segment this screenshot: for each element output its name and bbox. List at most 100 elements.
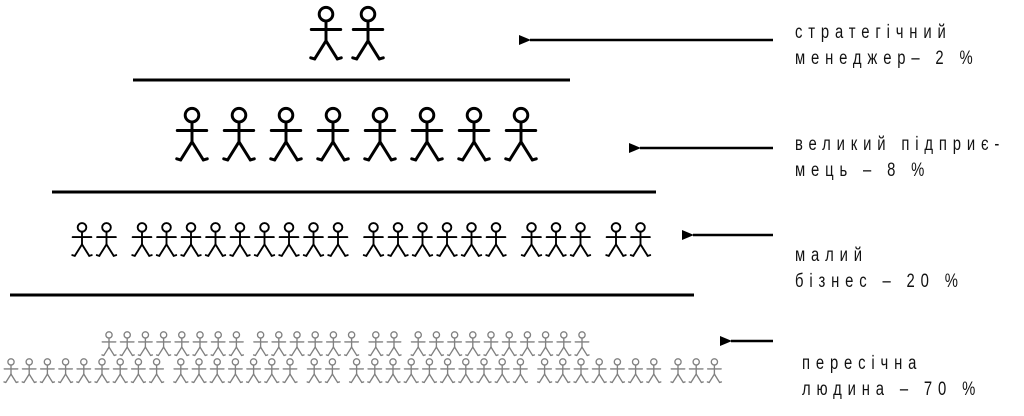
person-figure-icon: [155, 222, 178, 257]
person-figure-icon: [148, 357, 165, 384]
person-figure-icon: [76, 357, 92, 384]
person-figure-icon: [362, 222, 385, 257]
person-figure-icon: [494, 357, 511, 384]
person-figure-icon: [309, 5, 343, 61]
tier-label-line: великий підприє-: [795, 134, 1006, 155]
person-figure-icon: [289, 330, 305, 357]
person-figure-icon: [343, 330, 360, 357]
person-figure-icon: [519, 330, 536, 357]
person-figure-icon: [428, 330, 445, 357]
person-figure-icon: [94, 357, 110, 384]
person-figure-icon: [555, 330, 572, 357]
tier-label-line: людина – 70 %: [802, 379, 982, 400]
person-figure-icon: [536, 357, 553, 384]
person-figure-icon: [229, 222, 251, 257]
person-figure-icon: [316, 106, 350, 162]
person-figure-icon: [245, 357, 262, 384]
person-figure-icon: [306, 357, 323, 384]
person-figure-icon: [228, 330, 245, 357]
person-figure-icon: [554, 357, 571, 384]
person-figure-icon: [605, 222, 627, 257]
person-figure-icon: [222, 106, 256, 162]
person-figure-icon: [263, 357, 280, 384]
tier-label-ordinary-person: пересічна людина – 70 %: [802, 351, 981, 403]
person-figure-icon: [39, 357, 56, 384]
person-figure-icon: [172, 357, 189, 384]
person-figure-icon: [175, 106, 209, 162]
person-figure-icon: [130, 357, 147, 384]
person-figure-icon: [387, 222, 409, 257]
person-figure-icon: [119, 330, 136, 357]
person-figure-icon: [410, 106, 444, 162]
person-figure-icon: [95, 222, 118, 257]
tier-arrows: [519, 35, 773, 346]
person-figure-icon: [460, 222, 483, 257]
person-figure-icon: [483, 330, 499, 357]
person-figure-icon: [457, 357, 474, 384]
person-figure-icon: [476, 357, 492, 384]
person-figure-icon: [210, 330, 227, 357]
person-figure-icon: [112, 357, 129, 384]
person-figure-icon: [385, 357, 401, 384]
person-figure-icon: [302, 222, 325, 257]
person-figure-icon: [307, 330, 324, 357]
person-figure-icon: [573, 357, 589, 384]
person-figure-icon: [367, 330, 384, 357]
person-figure-icon: [457, 106, 491, 162]
person-figure-icon: [706, 357, 723, 384]
person-figure-icon: [421, 357, 438, 384]
tier-divider-lines: [10, 78, 694, 297]
person-figure-icon: [520, 222, 543, 257]
person-figure-icon: [282, 357, 298, 384]
person-figure-icon: [137, 330, 154, 357]
person-figure-icon: [57, 357, 74, 384]
tier-label-line: стратегічний: [795, 22, 952, 43]
tier-label-line: бізнес – 20 %: [795, 271, 964, 292]
person-figure-icon: [501, 330, 518, 357]
person-figure-icon: [173, 330, 190, 357]
person-figure-icon: [411, 222, 434, 257]
person-figure-icon: [270, 330, 287, 357]
tier-label-line: мець – 8 %: [795, 160, 931, 181]
person-figure-icon: [180, 222, 202, 257]
person-figure-icon: [21, 357, 38, 384]
person-figure-icon: [155, 330, 172, 357]
person-figure-icon: [191, 357, 207, 384]
person-figure-icon: [348, 357, 365, 384]
person-figure-icon: [670, 357, 686, 384]
person-figure-icon: [645, 357, 662, 384]
person-figure-icon: [327, 222, 349, 257]
person-figure-icon: [252, 330, 269, 357]
person-figure-icon: [410, 330, 427, 357]
person-figure-icon: [688, 357, 705, 384]
tier-label-strategic-manager: стратегічний менеджер– 2 %: [795, 20, 979, 72]
person-figure-icon: [446, 330, 463, 357]
tier-label-line: менеджер– 2 %: [795, 48, 979, 69]
population-figures: [3, 5, 723, 384]
person-figure-icon: [609, 357, 626, 384]
person-figure-icon: [591, 357, 608, 384]
tier-label-line: пересічна: [802, 353, 923, 374]
person-figure-icon: [363, 106, 397, 162]
tier-label-small-business: малий бізнес – 20 %: [795, 243, 964, 295]
person-figure-icon: [253, 222, 276, 257]
person-figure-icon: [269, 106, 303, 162]
person-figure-icon: [512, 357, 529, 384]
tier-label-big-entrepreneur: великий підприє- мець – 8 %: [795, 132, 1005, 184]
person-figure-icon: [569, 222, 592, 257]
person-figure-icon: [386, 330, 402, 357]
tier-label-line: малий: [795, 245, 868, 266]
person-figure-icon: [504, 106, 538, 162]
person-figure-icon: [101, 330, 117, 357]
person-figure-icon: [366, 357, 383, 384]
person-figure-icon: [485, 222, 507, 257]
person-figure-icon: [71, 222, 93, 257]
person-figure-icon: [325, 330, 342, 357]
person-figure-icon: [324, 357, 341, 384]
person-figure-icon: [439, 357, 456, 384]
person-figure-icon: [3, 357, 19, 384]
person-figure-icon: [436, 222, 458, 257]
person-figure-icon: [627, 357, 644, 384]
person-figure-icon: [351, 5, 385, 61]
